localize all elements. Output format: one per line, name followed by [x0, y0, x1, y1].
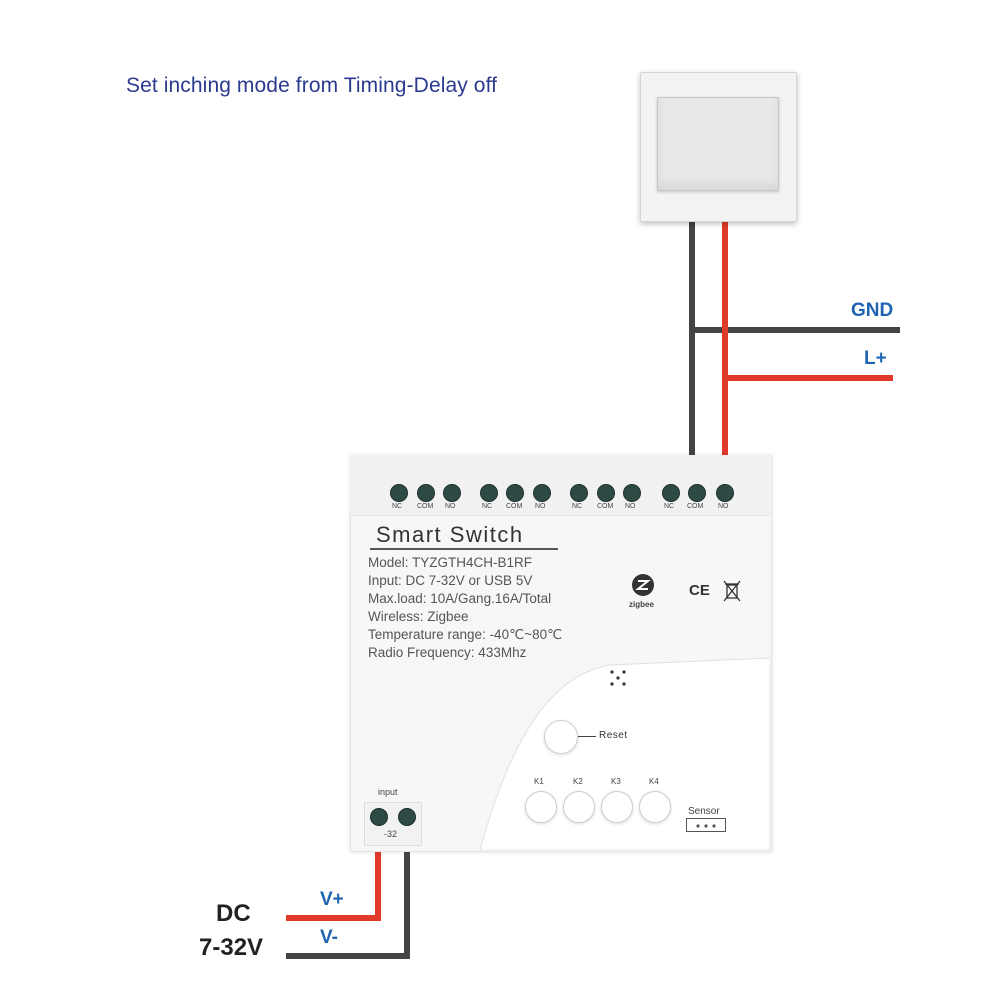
reset-leader-line — [578, 736, 596, 737]
k1-button[interactable] — [525, 791, 557, 823]
terminal-screw-icon[interactable] — [506, 484, 524, 502]
k3-button[interactable] — [601, 791, 633, 823]
zigbee-label: zigbee — [629, 600, 654, 609]
dc-range-label: 7-32V — [199, 934, 264, 961]
terminal-strip — [350, 455, 770, 516]
dc-label: DC — [216, 900, 251, 927]
sensor-label: Sensor — [688, 806, 720, 817]
wall-switch-rocker[interactable] — [657, 97, 779, 191]
spec-radio-frequency: Radio Frequency: 433Mhz — [368, 645, 527, 660]
k4-button[interactable] — [639, 791, 671, 823]
zigbee-z-icon — [635, 580, 651, 590]
spec-max-load: Max.load: 10A/Gang.16A/Total — [368, 591, 552, 606]
vminus-label: V- — [320, 927, 338, 948]
input-label: input — [378, 787, 398, 797]
terminal-screw-icon[interactable] — [417, 484, 435, 502]
k1-label: K1 — [534, 777, 544, 786]
vminus-wire — [286, 820, 410, 959]
spec-input: Input: DC 7-32V or USB 5V — [368, 573, 533, 588]
terminal-label-nc: NC — [572, 503, 583, 510]
terminal-screw-icon[interactable] — [533, 484, 551, 502]
terminal-screw-icon[interactable] — [597, 484, 615, 502]
lplus-label: L+ — [864, 348, 887, 369]
terminal-label-no: NO — [625, 503, 636, 510]
terminal-label-no: NO — [445, 503, 456, 510]
terminal-label-nc: NC — [482, 503, 493, 510]
caption: Set inching mode from Timing-Delay off — [126, 74, 498, 97]
spec-temperature: Temperature range: -40℃~80℃ — [368, 627, 563, 642]
terminal-screw-icon[interactable] — [370, 808, 388, 826]
terminal-screw-icon[interactable] — [390, 484, 408, 502]
terminal-screw-icon[interactable] — [570, 484, 588, 502]
reset-button[interactable] — [544, 720, 578, 754]
terminal-label-com: COM — [417, 503, 434, 510]
terminal-screw-icon[interactable] — [480, 484, 498, 502]
vplus-wire — [286, 820, 381, 921]
input-range-fragment: -32 — [384, 829, 398, 839]
sensor-port[interactable] — [686, 818, 726, 832]
terminal-screw-icon[interactable] — [623, 484, 641, 502]
terminal-label-no: NO — [535, 503, 546, 510]
gnd-label: GND — [851, 300, 894, 321]
terminal-screw-icon[interactable] — [443, 484, 461, 502]
reset-label: Reset — [599, 730, 628, 741]
terminal-label-com: COM — [597, 503, 614, 510]
spec-wireless: Wireless: Zigbee — [368, 609, 469, 624]
terminal-label-nc: NC — [664, 503, 675, 510]
terminal-screw-icon[interactable] — [398, 808, 416, 826]
terminal-label-no: NO — [718, 503, 729, 510]
terminal-label-nc: NC — [392, 503, 403, 510]
spec-model: Model: TYZGTH4CH-B1RF — [368, 555, 533, 570]
ce-mark-icon: CE — [689, 582, 710, 599]
terminal-screw-icon[interactable] — [716, 484, 734, 502]
k3-label: K3 — [611, 777, 621, 786]
k2-label: K2 — [573, 777, 583, 786]
vplus-label: V+ — [320, 889, 344, 910]
terminal-screw-icon[interactable] — [688, 484, 706, 502]
zigbee-logo-icon — [632, 574, 654, 596]
k4-label: K4 — [649, 777, 659, 786]
sensor-pins-icon — [696, 824, 716, 828]
terminal-screw-icon[interactable] — [662, 484, 680, 502]
weee-bin-icon — [723, 580, 741, 602]
status-led-dots — [610, 670, 626, 686]
k2-button[interactable] — [563, 791, 595, 823]
title-underline — [370, 548, 558, 550]
terminal-label-com: COM — [506, 503, 523, 510]
terminal-label-com: COM — [687, 503, 704, 510]
module-title: Smart Switch — [376, 522, 524, 547]
